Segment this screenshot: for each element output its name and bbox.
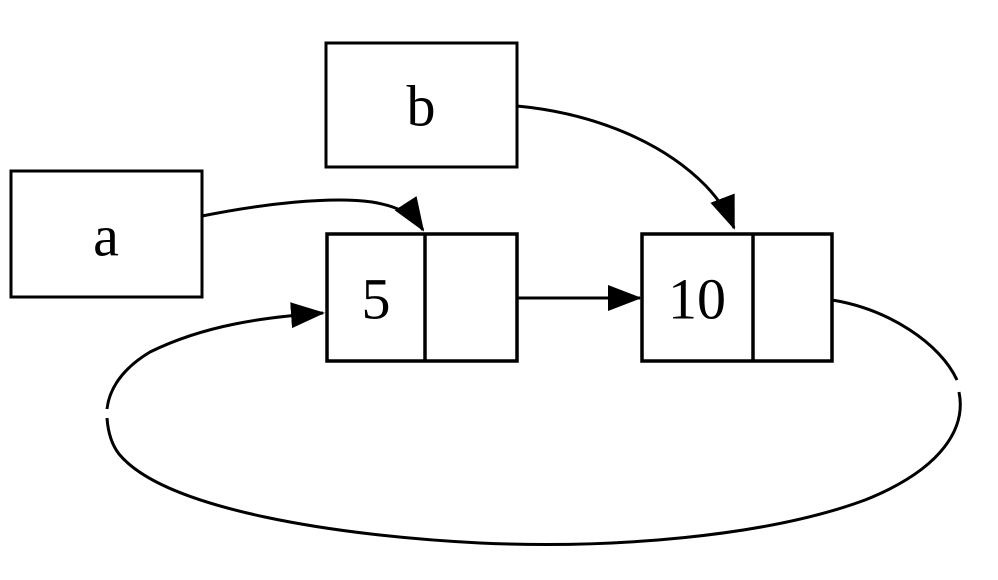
cycle-edge-segment-bottom (105, 391, 962, 546)
cycle-edge-segment-left (105, 302, 325, 410)
variable-a-rect (9, 169, 204, 299)
cycle-edge-segment-right (831, 298, 959, 381)
node10-value: 10 (668, 266, 726, 331)
node10-outline (640, 232, 834, 363)
variable-a-label: a (93, 203, 119, 268)
variable-b-label: b (407, 73, 436, 138)
variable-box-b: b (324, 41, 519, 169)
node5-value: 5 (362, 266, 391, 331)
list-node-10: 10 (640, 232, 834, 363)
edge-a-to-node5 (201, 196, 425, 232)
list-node-5: 5 (325, 232, 519, 363)
node5-outline (325, 232, 519, 363)
edge-b-to-node10 (516, 104, 736, 230)
variable-b-rect (324, 41, 519, 169)
variable-box-a: a (9, 169, 204, 299)
edge-node10-to-node5-cycle (105, 298, 962, 546)
